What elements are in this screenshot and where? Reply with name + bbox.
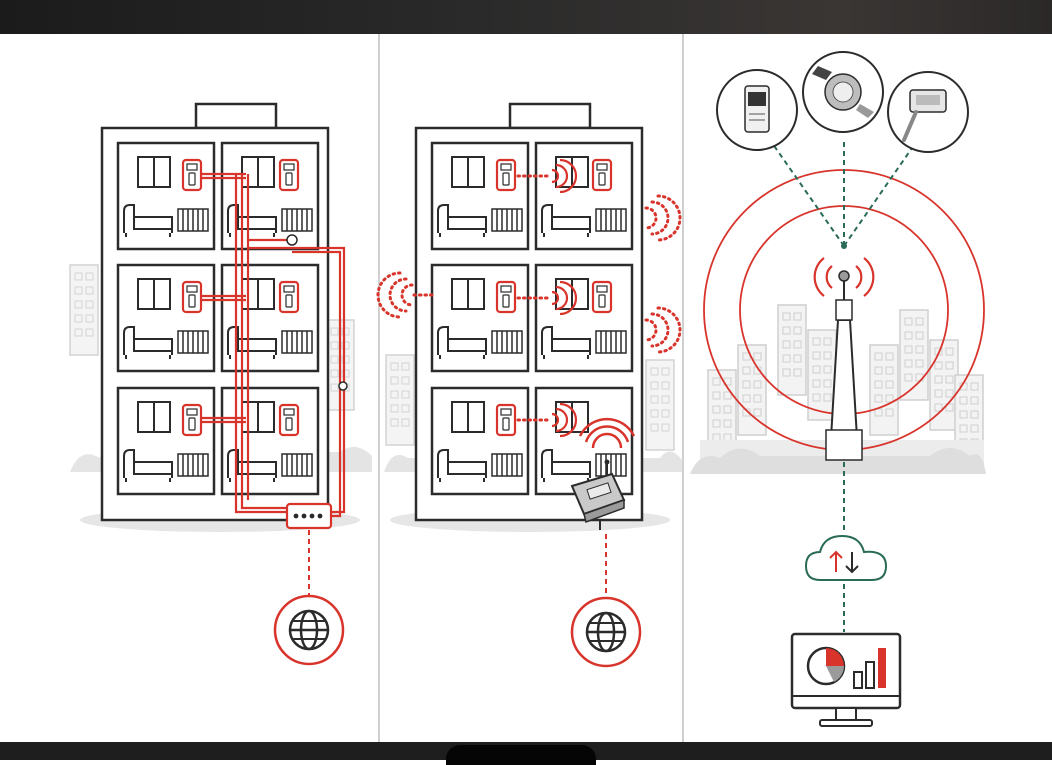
device-meter-1-icon (716, 69, 798, 151)
apartment-building-2 (414, 102, 644, 522)
tower-icon (813, 257, 875, 461)
video-top-bar (0, 0, 1052, 34)
video-control-handle[interactable] (446, 745, 596, 765)
illustration-stage (0, 34, 1052, 742)
data-collector-box (285, 502, 333, 530)
globe-icon (273, 594, 345, 666)
radio-transmissions (376, 158, 682, 438)
device-water-meter-icon (802, 51, 884, 133)
gateway-icon (570, 417, 636, 530)
apartment-building-1 (100, 102, 330, 522)
panel-wired (69, 102, 372, 666)
panel-wireless (376, 102, 682, 668)
globe-icon-2 (570, 596, 642, 668)
iot-metering-diagram (69, 34, 986, 742)
analytics-monitor-icon (790, 632, 902, 727)
panel-network (690, 51, 986, 727)
device-sensor-icon (887, 71, 969, 153)
cloud-upload-download-icon (804, 534, 888, 581)
device-links (769, 139, 913, 247)
